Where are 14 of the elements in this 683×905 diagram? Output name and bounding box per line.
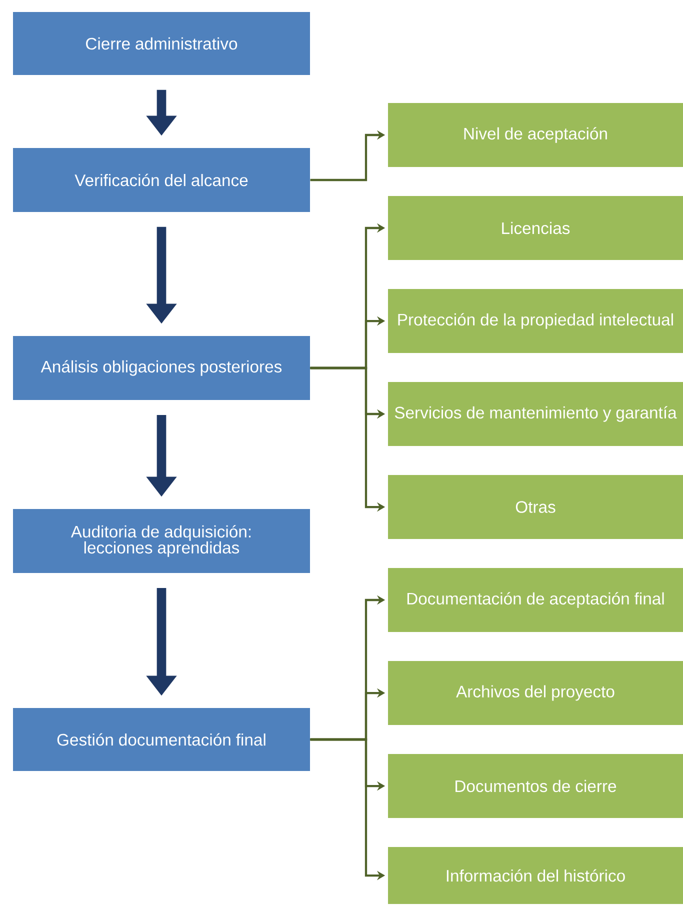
- step-box: Cierre administrativo: [13, 12, 310, 75]
- item-box: Nivel de aceptación: [388, 103, 683, 167]
- item-box: Archivos del proyecto: [388, 661, 683, 725]
- step-box: Gestión documentación final: [13, 708, 310, 771]
- step-box: Análisis obligaciones posteriores: [13, 336, 310, 400]
- item-box: Documentos de cierre: [388, 754, 683, 818]
- item-box: Otras: [388, 475, 683, 539]
- step-box: Verificación del alcance: [13, 148, 310, 212]
- item-box: Información del histórico: [388, 847, 683, 904]
- item-box: Servicios de mantenimiento y garantía: [388, 382, 683, 446]
- item-box: Licencias: [388, 196, 683, 260]
- item-box: Documentación de aceptación final: [388, 568, 683, 632]
- step-box: Auditoria de adquisición: lecciones aprendidas: [13, 509, 310, 573]
- item-box: Protección de la propiedad intelectual: [388, 289, 683, 353]
